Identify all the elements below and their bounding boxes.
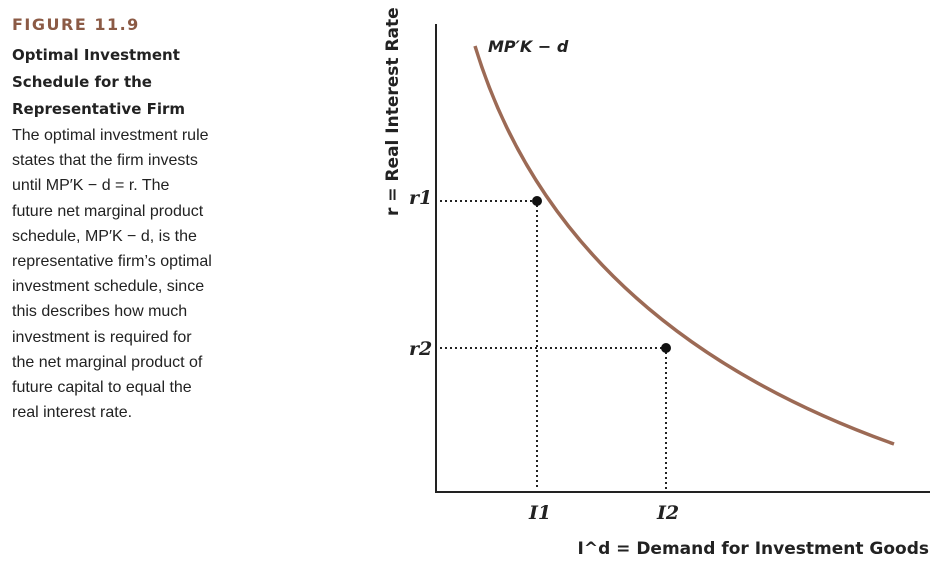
curve-label: MP′K − d bbox=[488, 37, 569, 56]
i2-label: I2 bbox=[656, 502, 679, 524]
investment-schedule-curve bbox=[473, 45, 895, 446]
description-line: future capital to equal the bbox=[12, 379, 192, 397]
description-line: states that the firm invests bbox=[12, 152, 198, 170]
figure-title: Optimal Investment Schedule for the Repr… bbox=[12, 42, 227, 123]
description-line: investment schedule, since bbox=[12, 278, 205, 296]
figure-caption: FIGURE 11.9 Optimal Investment Schedule … bbox=[12, 14, 227, 425]
x-axis-title: I^d = Demand for Investment Goods bbox=[578, 539, 930, 559]
figure-title-line: Optimal Investment bbox=[12, 46, 180, 64]
description-line: until MP′K − d = r. The bbox=[12, 177, 170, 195]
description-line: the net marginal product of bbox=[12, 353, 203, 371]
description-line: The optimal investment rule bbox=[12, 127, 209, 144]
description-line: schedule, MP′K − d, is the bbox=[12, 227, 197, 245]
y-axis-title: r = Real Interest Rate bbox=[383, 7, 403, 216]
point-r2-i2 bbox=[661, 343, 671, 353]
figure-title-line: Representative Firm bbox=[12, 100, 186, 118]
description-line: this describes how much bbox=[12, 303, 188, 321]
figure-number: FIGURE 11.9 bbox=[12, 15, 140, 34]
description-line: future net marginal product bbox=[12, 202, 204, 220]
description-line: representative firm’s optimal bbox=[12, 253, 212, 271]
description-line: real interest rate. bbox=[12, 404, 133, 422]
figure-description: The optimal investment rule states that … bbox=[12, 123, 227, 425]
r2-label: r2 bbox=[409, 338, 432, 360]
figure-title-line: Schedule for the bbox=[12, 73, 152, 91]
i1-label: I1 bbox=[528, 502, 551, 524]
point-r1-i1 bbox=[532, 196, 542, 206]
description-line: investment is required for bbox=[12, 328, 192, 346]
r1-label: r1 bbox=[409, 187, 432, 209]
